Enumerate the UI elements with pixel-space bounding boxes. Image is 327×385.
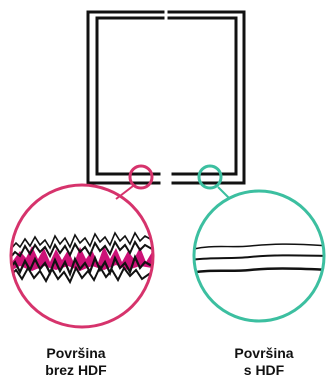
caption-without-hdf: Površina brez HDF	[11, 345, 141, 379]
caption-without-hdf-line2: brez HDF	[45, 362, 107, 378]
magnified-surface-with-hdf	[192, 189, 326, 323]
spot-with-hdf	[197, 164, 223, 190]
magnified-surface-without-hdf	[9, 183, 155, 329]
smooth-surface-line	[194, 243, 324, 251]
rough-surface-line	[11, 239, 153, 259]
magnifier-ring-with-hdf	[192, 189, 326, 323]
connector-right	[217, 186, 231, 200]
rough-surface-line	[11, 231, 153, 251]
caption-with-hdf-line1: Površina	[234, 345, 294, 361]
rough-surface-line	[11, 253, 153, 278]
spot-without-hdf	[128, 164, 154, 190]
caption-with-hdf-line2: s HDF	[243, 362, 285, 378]
caption-with-hdf: Površina s HDF	[199, 345, 327, 379]
smooth-surface-line	[194, 254, 324, 261]
connector-left	[115, 185, 134, 200]
caption-without-hdf-line1: Površina	[46, 345, 106, 361]
magnifier-ring-without-hdf	[9, 183, 155, 329]
panel-frame	[86, 10, 246, 185]
rough-surface-line	[11, 264, 153, 285]
smooth-surface-line	[194, 267, 324, 275]
